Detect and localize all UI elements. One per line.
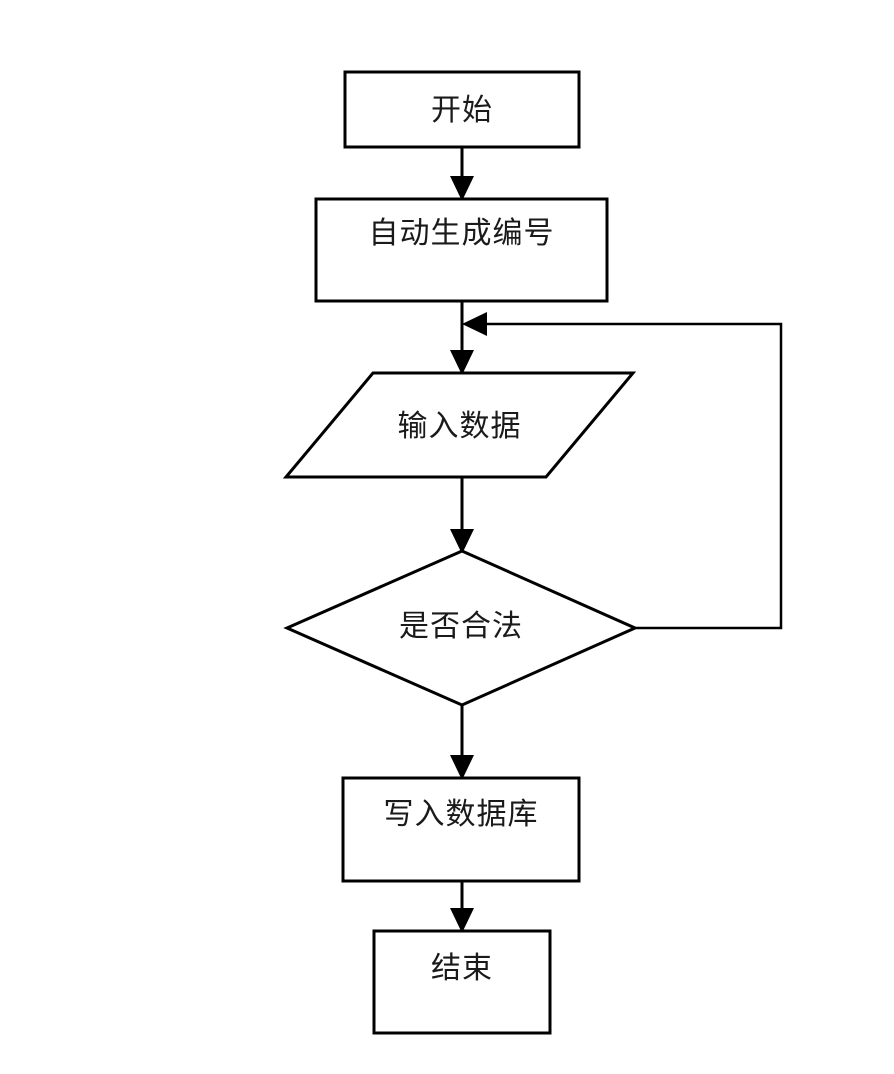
- edge-auto-number-to-input-data: [450, 301, 474, 375]
- node-is-valid-label: 是否合法: [399, 610, 523, 643]
- node-write-db-shape[interactable]: [341, 776, 581, 883]
- node-input-data-shape[interactable]: [282, 371, 637, 479]
- edge-is-valid-to-write-db: [450, 705, 474, 780]
- node-auto-number-shape[interactable]: [314, 197, 609, 303]
- node-end-shape[interactable]: [372, 929, 552, 1035]
- edge-start-to-auto-number: [450, 147, 474, 201]
- node-end-label: 结束: [431, 952, 493, 985]
- node-auto-number-label: 自动生成编号: [368, 217, 555, 250]
- node-input-data-label: 输入数据: [397, 410, 522, 443]
- node-start-shape[interactable]: [343, 70, 581, 149]
- node-is-valid-shape[interactable]: [283, 549, 639, 707]
- node-write-db-label: 写入数据库: [383, 798, 539, 831]
- edge-feedback-loop-invalid: [462, 312, 783, 630]
- edge-input-data-to-is-valid: [450, 477, 474, 554]
- node-start-label: 开始: [431, 94, 493, 127]
- edge-write-db-to-end: [450, 881, 474, 933]
